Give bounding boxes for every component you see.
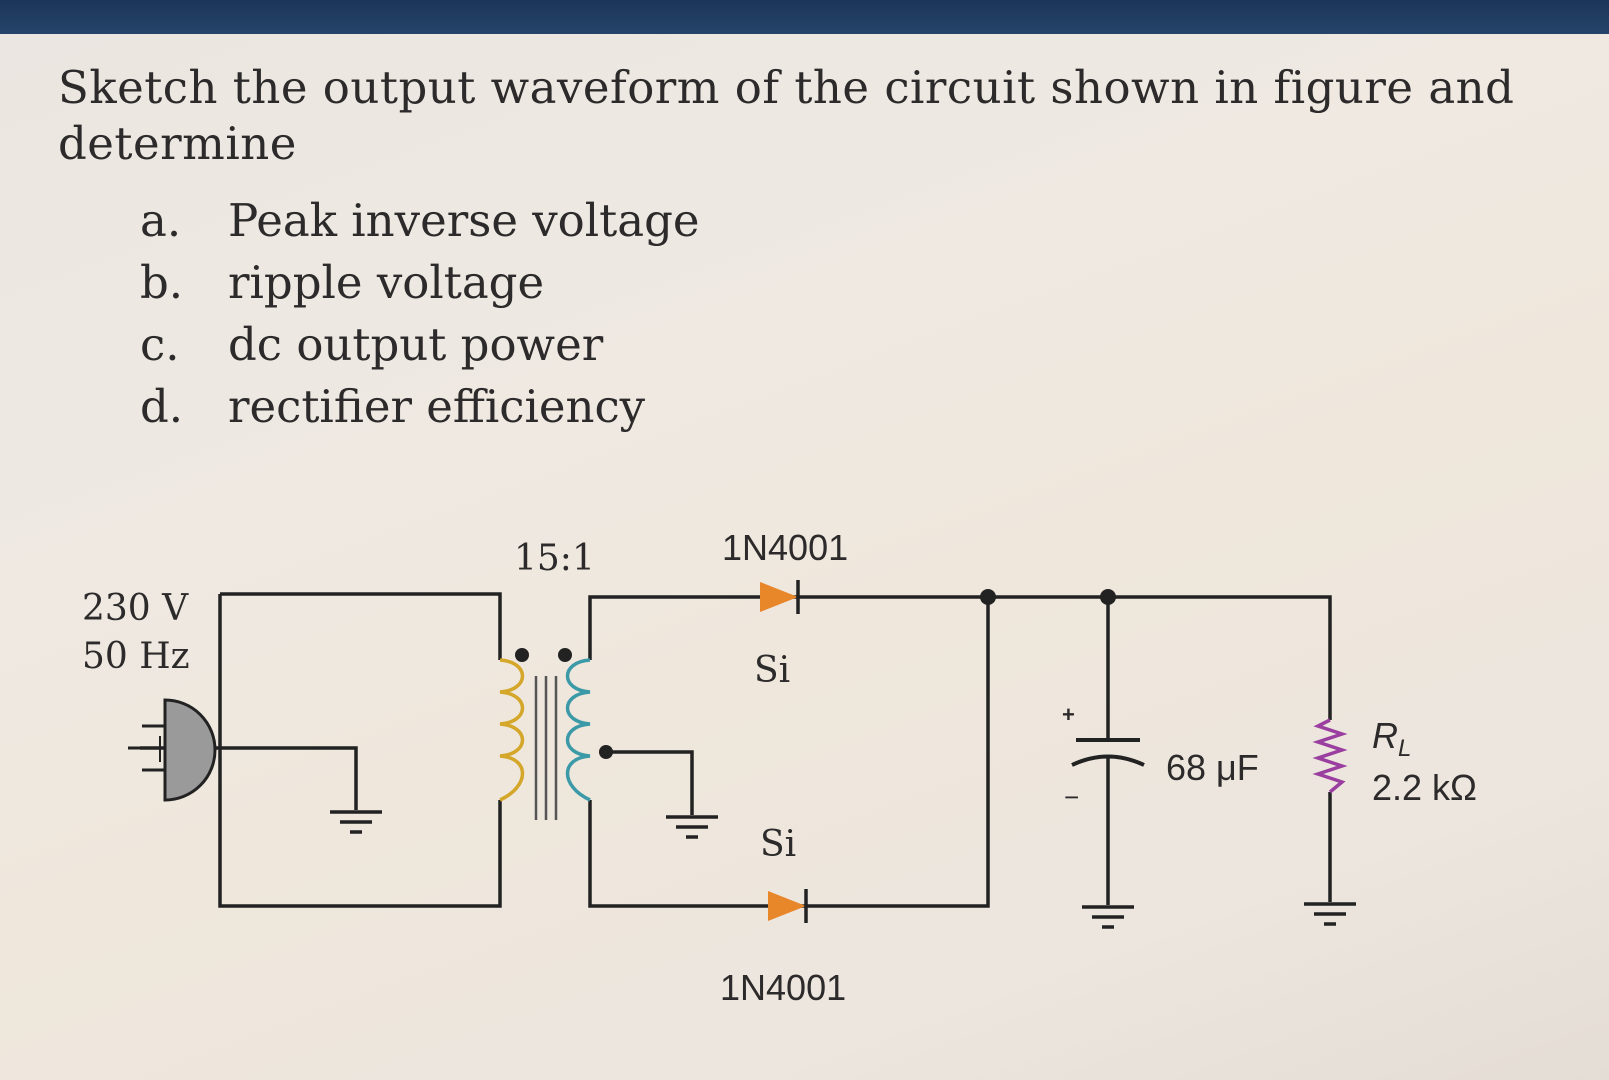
- secondary-top-wire: [588, 595, 988, 660]
- ground-icon: [1304, 902, 1356, 926]
- diode-top-icon: [760, 580, 800, 614]
- item-text: dc output power: [228, 318, 604, 371]
- item-letter: d.: [140, 380, 184, 433]
- diode-bottom-material-label: Si: [760, 824, 796, 865]
- source-frequency-label: 50 Hz: [82, 636, 190, 677]
- ground-icon: [1082, 905, 1134, 929]
- diode-top-part-label: 1N4001: [722, 527, 848, 568]
- question-prompt: Sketch the output waveform of the circui…: [58, 61, 1515, 170]
- question-item: c. dc output power: [140, 314, 700, 376]
- ac-plug-icon: [128, 698, 217, 802]
- ground-icon: [666, 815, 718, 839]
- question-item-list: a.Peak inverse voltage b.ripple voltage …: [140, 190, 700, 438]
- diode-bottom-part-label: 1N4001: [720, 967, 846, 1008]
- center-tap-wire: [606, 750, 694, 815]
- output-bus-wire: [988, 595, 1332, 902]
- capacitor-minus-label: −: [1064, 782, 1079, 812]
- item-letter: c.: [140, 318, 180, 371]
- turns-ratio-label: 15:1: [514, 538, 595, 579]
- junction-dot: [980, 589, 996, 605]
- capacitor-value-label: 68 μF: [1166, 747, 1259, 788]
- resistor-symbol-label: RL: [1372, 715, 1411, 762]
- item-letter: a.: [140, 194, 182, 247]
- question-item: d. rectifier efficiency: [140, 376, 700, 438]
- item-text: ripple voltage: [228, 256, 545, 309]
- diode-bottom-icon: [768, 889, 808, 923]
- junction-dot: [1100, 589, 1116, 605]
- primary-wire-loop: [218, 592, 502, 908]
- capacitor-plus-label: +: [1062, 702, 1075, 727]
- diode-top-material-label: Si: [754, 650, 790, 691]
- item-letter: b.: [140, 256, 184, 309]
- item-text: Peak inverse voltage: [228, 194, 700, 247]
- question-item: a. Peak inverse voltage: [140, 190, 700, 252]
- item-text: rectifier efficiency: [228, 380, 646, 433]
- capacitor-icon: [1071, 738, 1145, 767]
- resistor-value-label: 2.2 kΩ: [1372, 767, 1477, 808]
- resistor-icon: [1312, 718, 1348, 794]
- primary-coil: [499, 658, 525, 802]
- question-item: b. ripple voltage: [140, 252, 700, 314]
- ground-icon: [330, 810, 382, 834]
- source-voltage-label: 230 V: [82, 588, 189, 629]
- transformer-icon: [499, 648, 613, 820]
- secondary-coil: [565, 658, 591, 802]
